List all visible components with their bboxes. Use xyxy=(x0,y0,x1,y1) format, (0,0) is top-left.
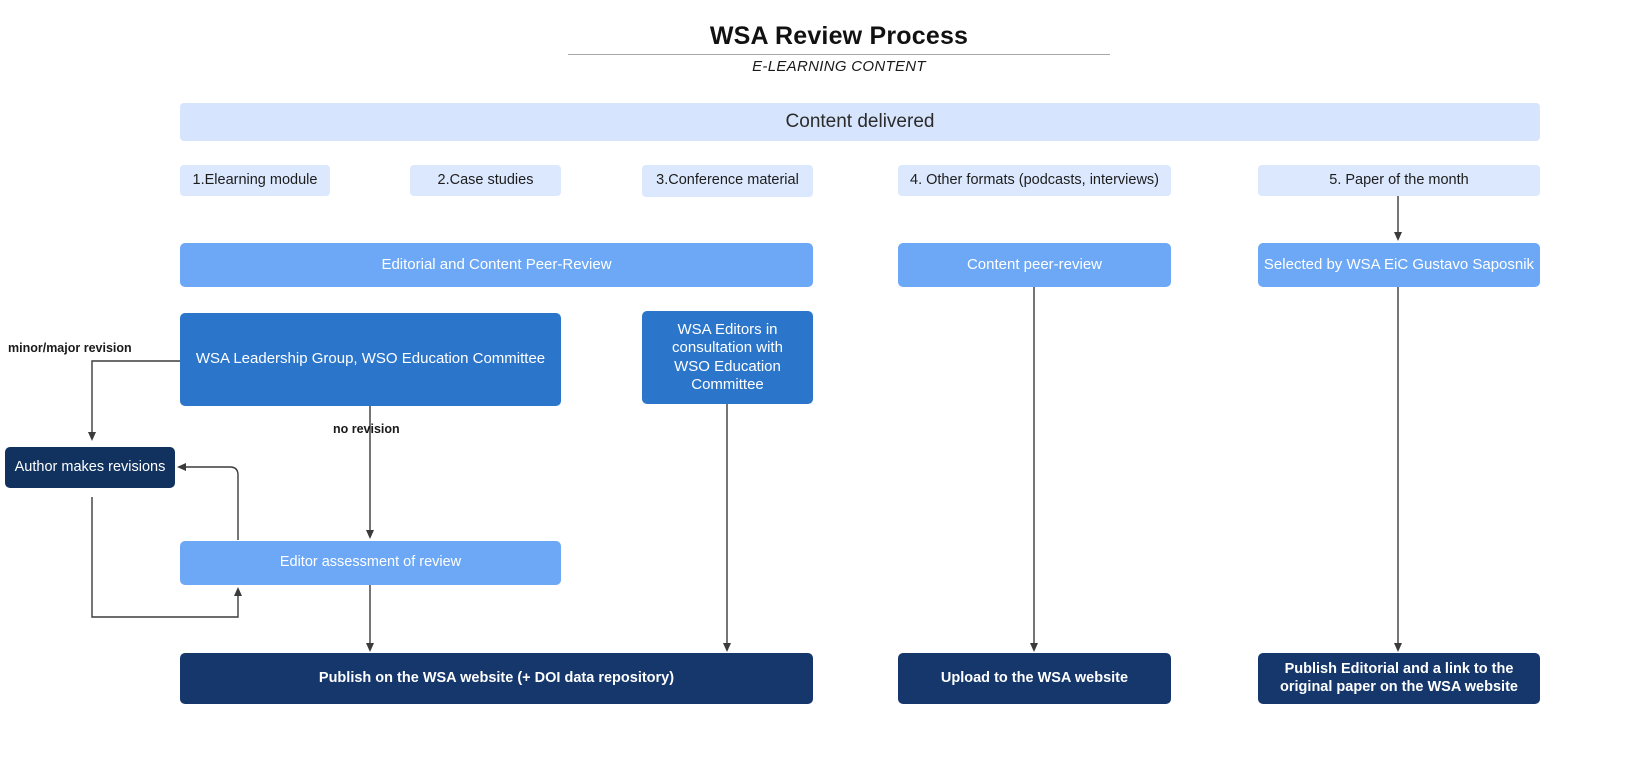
content-type-4[interactable]: 4. Other formats (podcasts, interviews) xyxy=(898,165,1171,196)
content-type-3[interactable]: 3.Conference material xyxy=(642,165,813,197)
publish-wsa-website-doi[interactable]: Publish on the WSA website (+ DOI data r… xyxy=(180,653,813,704)
upload-to-wsa-website[interactable]: Upload to the WSA website xyxy=(898,653,1171,704)
selected-by-eic-label: Selected by WSA EiC Gustavo Saposnik xyxy=(1263,255,1535,273)
edge-label-no-revision: no revision xyxy=(333,422,400,436)
publish-wsa-website-doi-label: Publish on the WSA website (+ DOI data r… xyxy=(318,669,675,686)
selected-by-eic[interactable]: Selected by WSA EiC Gustavo Saposnik xyxy=(1258,243,1540,287)
author-makes-revisions[interactable]: Author makes revisions xyxy=(5,447,175,488)
content-delivered-banner: Content delivered xyxy=(180,103,1540,141)
wsa-editors-consultation-label: WSA Editors in consultation with WSO Edu… xyxy=(672,320,783,393)
author-makes-revisions-label: Author makes revisions xyxy=(14,458,166,475)
page-title: WSA Review Process xyxy=(709,22,969,50)
content-type-3-label: 3.Conference material xyxy=(656,172,799,189)
page-subtitle: E-LEARNING CONTENT xyxy=(752,58,926,75)
editorial-peer-review-label: Editorial and Content Peer-Review xyxy=(381,255,612,273)
wsa-editors-consultation[interactable]: WSA Editors in consultation with WSO Edu… xyxy=(642,311,813,404)
edge-label-minor-major-revision: minor/major revision xyxy=(8,341,132,355)
publish-editorial-link-label: Publish Editorial and a link to the orig… xyxy=(1280,660,1518,695)
wsa-leadership-group[interactable]: WSA Leadership Group, WSO Education Comm… xyxy=(180,313,561,406)
upload-to-wsa-website-label: Upload to the WSA website xyxy=(940,669,1129,686)
content-type-5[interactable]: 5. Paper of the month xyxy=(1258,165,1540,196)
content-peer-review[interactable]: Content peer-review xyxy=(898,243,1171,287)
editor-assessment-label: Editor assessment of review xyxy=(279,554,462,571)
content-type-1-label: 1.Elearning module xyxy=(192,171,318,188)
content-type-2[interactable]: 2.Case studies xyxy=(410,165,561,196)
editor-assessment-of-review[interactable]: Editor assessment of review xyxy=(180,541,561,585)
title-divider xyxy=(568,54,1110,55)
content-type-5-label: 5. Paper of the month xyxy=(1329,171,1469,188)
wsa-leadership-group-label: WSA Leadership Group, WSO Education Comm… xyxy=(195,350,546,368)
editorial-content-peer-review[interactable]: Editorial and Content Peer-Review xyxy=(180,243,813,287)
publish-editorial-link[interactable]: Publish Editorial and a link to the orig… xyxy=(1258,653,1540,704)
content-peer-review-label: Content peer-review xyxy=(966,255,1103,273)
content-type-1[interactable]: 1.Elearning module xyxy=(180,165,330,196)
content-type-4-label: 4. Other formats (podcasts, interviews) xyxy=(910,171,1159,188)
content-type-2-label: 2.Case studies xyxy=(437,171,534,188)
banner-label: Content delivered xyxy=(785,111,935,133)
